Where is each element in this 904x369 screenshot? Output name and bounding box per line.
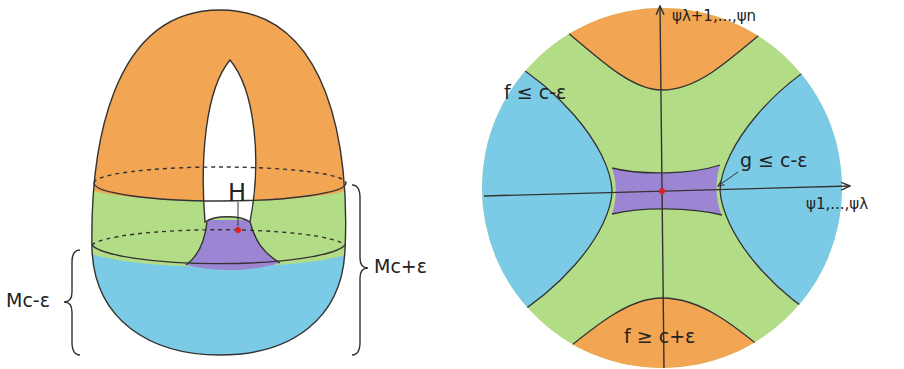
- axis-label: ψ1,...,ψλ: [806, 196, 868, 213]
- critical-point: [659, 188, 665, 194]
- axis-label: ψλ+1,...,ψn: [672, 8, 756, 25]
- region-label: g ≤ c-ε: [740, 150, 808, 171]
- disc-fill: [470, 0, 860, 369]
- handle-label: H: [228, 180, 246, 206]
- region-label: f ≤ c-ε: [504, 82, 566, 103]
- torus-outline: [64, 10, 368, 355]
- sublevel-label: Mc-ε: [6, 290, 50, 311]
- axes: [484, 6, 850, 368]
- sublevel-label: Mc+ε: [374, 256, 427, 277]
- torus-fill: [80, 0, 370, 369]
- critical-point: [235, 227, 241, 233]
- region-label: f ≥ c+ε: [624, 326, 695, 347]
